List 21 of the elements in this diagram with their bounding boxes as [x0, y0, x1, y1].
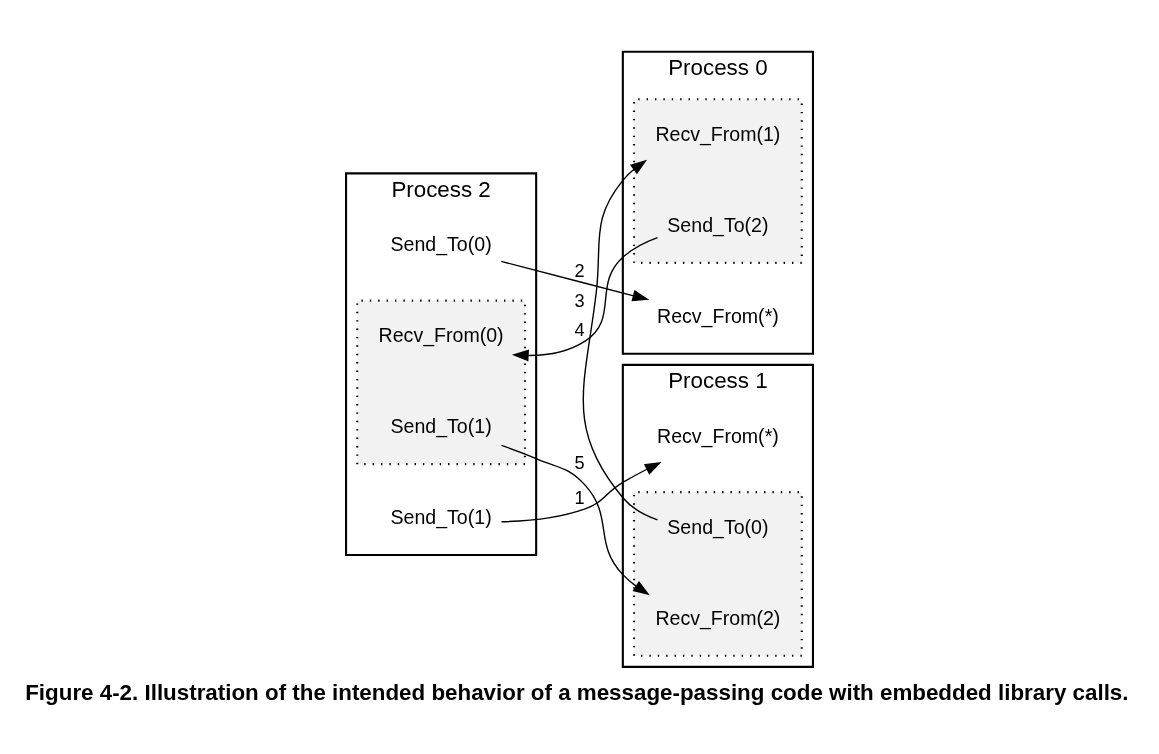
- arrow: [511, 236, 659, 361]
- node-text: Send_To(0): [667, 515, 769, 538]
- edge-label: 1: [574, 487, 585, 508]
- node-text: Recv_From(0): [378, 323, 504, 346]
- arrow: [582, 159, 659, 521]
- node-text: Send_To(1): [390, 505, 492, 528]
- node-text: Send_To(2): [667, 213, 769, 236]
- node-text: Recv_From(1): [655, 122, 781, 145]
- node-text: Recv_From(*): [657, 304, 779, 327]
- edge-label: 3: [574, 290, 585, 311]
- node-text: Send_To(1): [390, 414, 492, 437]
- node-text: Send_To(0): [390, 232, 492, 255]
- arrow: [500, 260, 650, 301]
- arrow: [500, 461, 662, 522]
- node-text: Recv_From(2): [655, 606, 781, 629]
- arrow: [500, 444, 650, 595]
- edge-label: 4: [574, 319, 585, 340]
- node-text: Recv_From(*): [657, 424, 779, 447]
- edge-label: 5: [574, 452, 585, 473]
- caption: Figure 4-2. Illustration of the intended behavior of a message-passing code with embedded library calls.: [25, 679, 1129, 705]
- edge-label: 2: [574, 260, 585, 281]
